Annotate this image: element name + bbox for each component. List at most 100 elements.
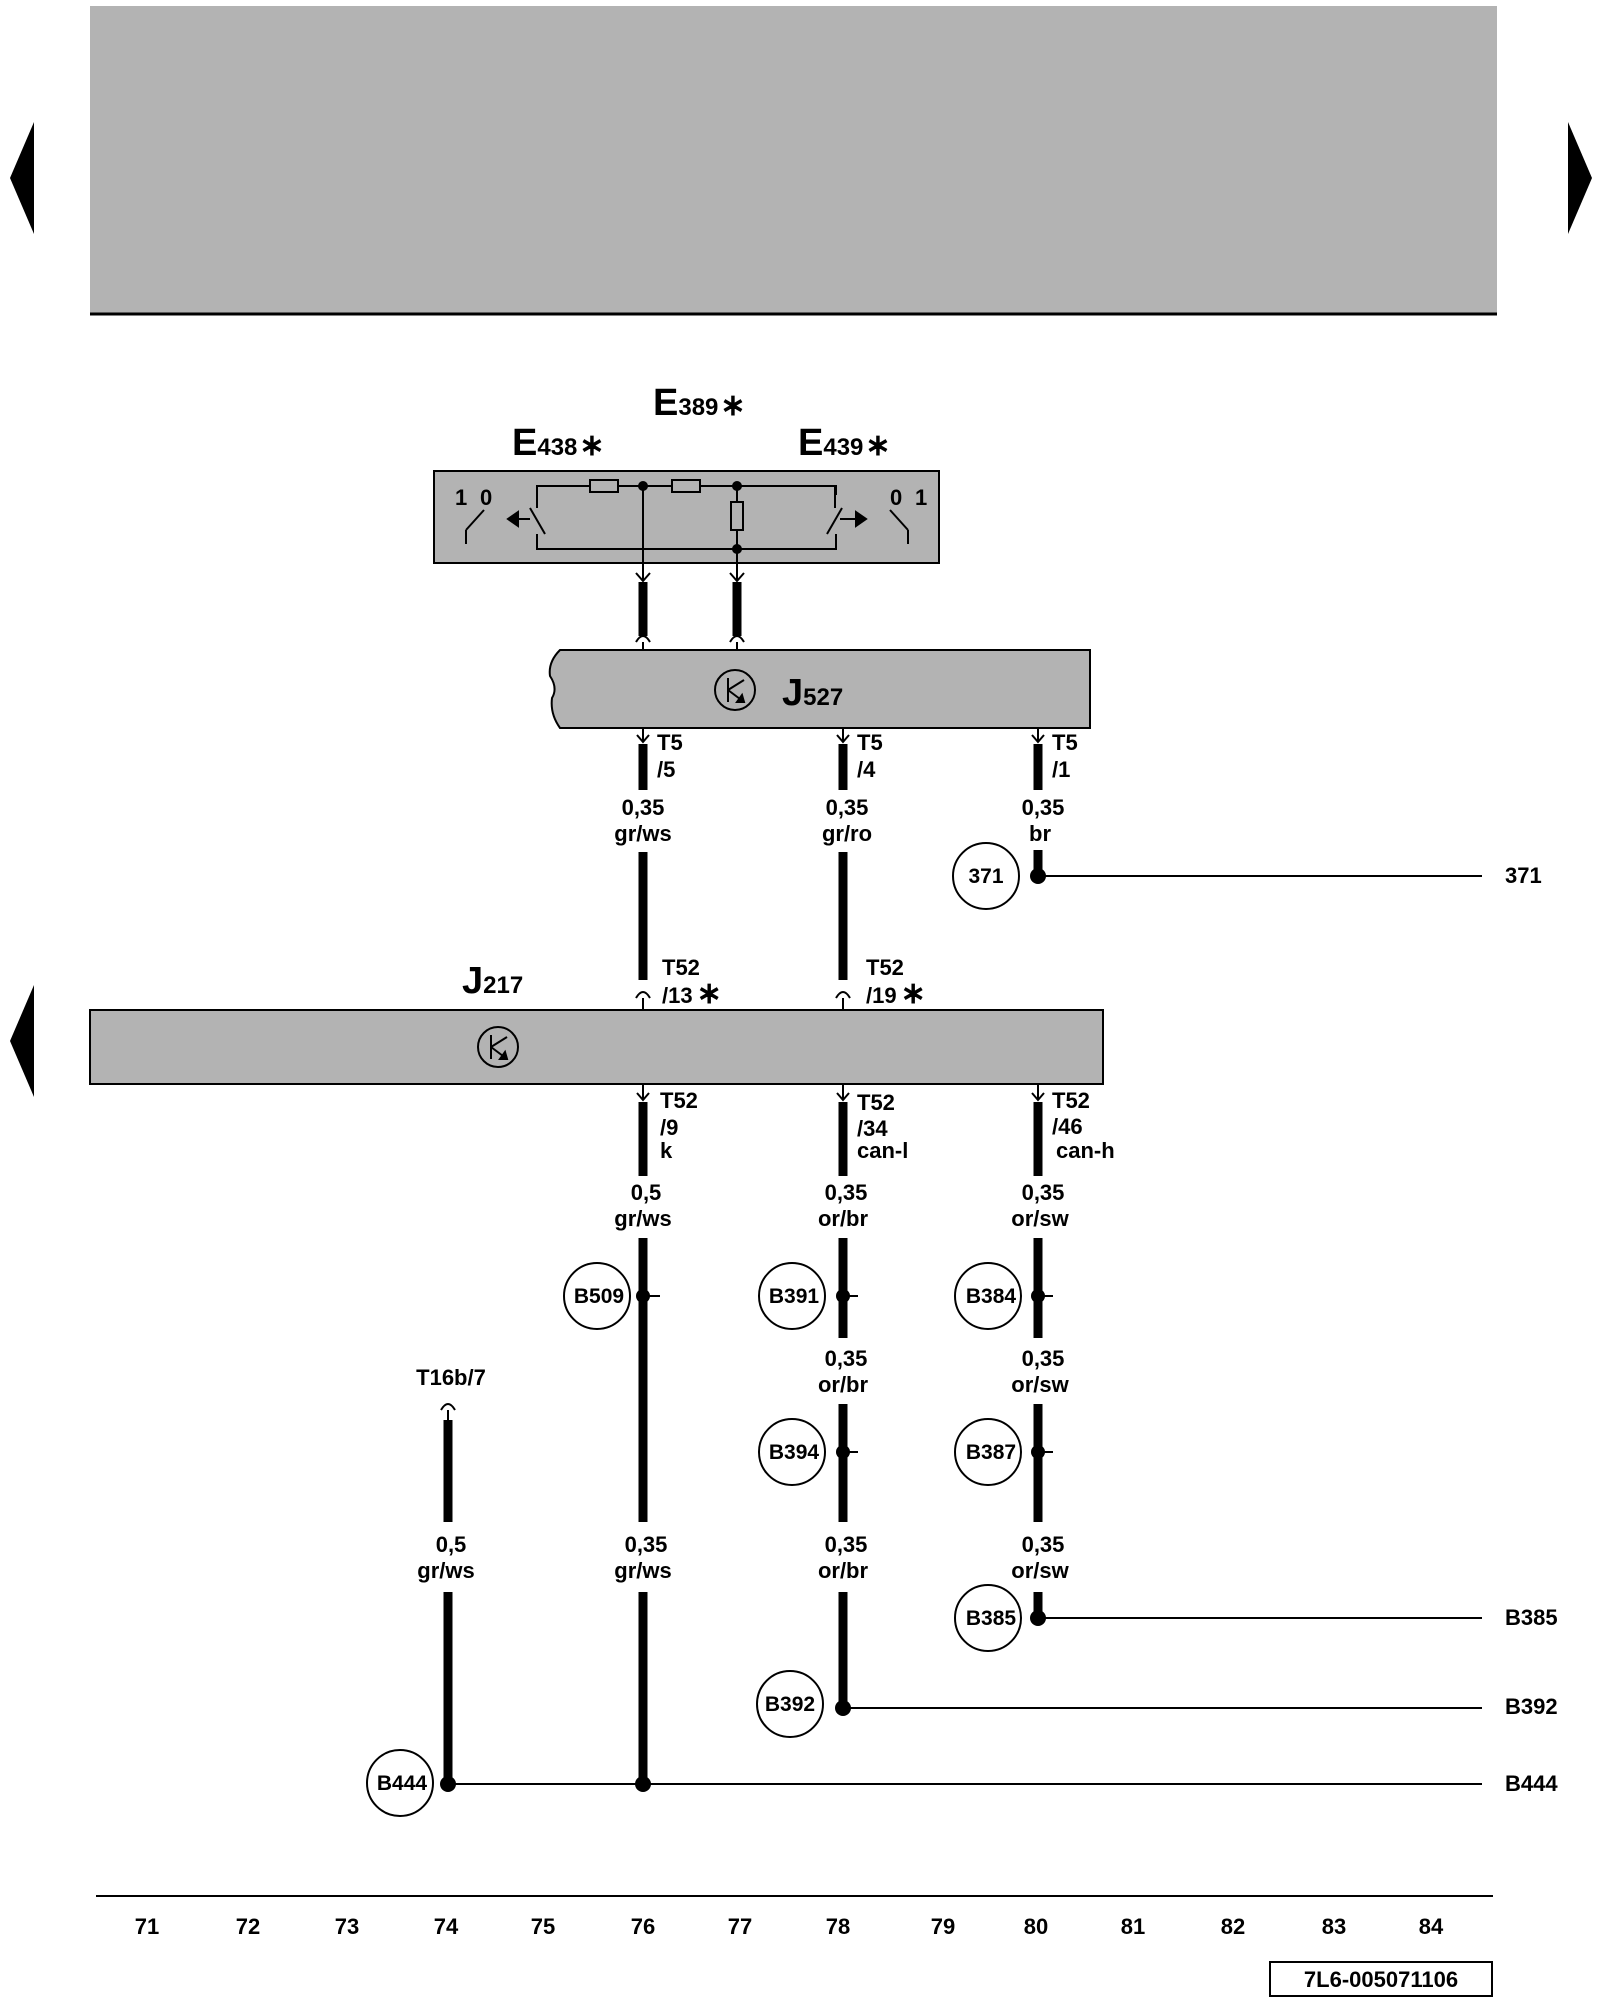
j217-label: J217: [462, 960, 523, 1002]
point-b387-circle: [954, 1418, 1022, 1486]
track-numbers: 71 72 73 74 75 76 77 78 79 80 81 82 83 8…: [135, 1914, 1444, 1939]
track-number: 78: [826, 1914, 850, 1939]
point-b391-label: B391: [769, 1285, 820, 1308]
j217-input-1-line2: /13∗: [662, 977, 722, 1010]
j527-output-connectors: [636, 728, 1045, 790]
wire-3-color: br: [1029, 821, 1051, 846]
wire-12-color: or/sw: [1011, 1558, 1069, 1583]
track-number: 74: [434, 1914, 459, 1939]
diagram-code-box: [1269, 1961, 1493, 1997]
wire-8-size: 0,35: [1022, 1346, 1065, 1371]
wire-1-size: 0,35: [622, 795, 665, 820]
point-b509-junction-dot: [636, 1289, 650, 1303]
j527-connector-1-line1: T5: [657, 730, 683, 755]
diagram-code: 7L6-005071106: [1304, 1967, 1458, 1992]
point-b391-junction-dot: [836, 1289, 850, 1303]
e438-position-0: 0: [480, 485, 492, 510]
point-b509-circle: [563, 1262, 631, 1330]
j527-letter: J: [782, 672, 803, 714]
e438-letter: E: [512, 422, 537, 464]
previous-page-arrow-icon[interactable]: [10, 122, 34, 234]
previous-page-arrow-lower-icon[interactable]: [10, 985, 34, 1097]
j217-input-1-line1: T52: [662, 955, 700, 980]
t16b-connector-label: T16b/7: [416, 1365, 486, 1390]
wire-12-size: 0,35: [1022, 1532, 1065, 1557]
e389-junction-dot-1: [638, 481, 648, 491]
j217-output-2-line3: can-l: [857, 1138, 908, 1163]
wire-8-color: or/sw: [1011, 1372, 1069, 1397]
e438-position-1: 1: [455, 485, 467, 510]
j527-connector-2-line2: /4: [857, 757, 876, 782]
e389-star: ∗: [720, 389, 745, 422]
wire-6-color: or/sw: [1011, 1206, 1069, 1231]
track-number: 72: [236, 1914, 260, 1939]
j217-output-2-line1: T52: [857, 1090, 895, 1115]
point-b387-label: B387: [966, 1441, 1016, 1464]
j527-connector-3-line2: /1: [1052, 757, 1070, 782]
wire-1-color: gr/ws: [614, 821, 671, 846]
track-number: 77: [728, 1914, 752, 1939]
j217-output-3-line3: can-h: [1056, 1138, 1115, 1163]
e439-letter: E: [798, 422, 823, 464]
j217-input-2-line1: T52: [866, 955, 904, 980]
j527-connector-2-line1: T5: [857, 730, 883, 755]
wire-5-color: or/br: [818, 1206, 869, 1231]
point-b444-label: B444: [377, 1772, 428, 1795]
point-371-circle: [952, 842, 1020, 910]
j217-output-2-line2: /34: [857, 1116, 888, 1141]
wire-10-size: 0,35: [625, 1532, 668, 1557]
j217-input-1-star: ∗: [697, 977, 722, 1010]
point-b392-label: B392: [765, 1693, 815, 1716]
track-number: 84: [1419, 1914, 1444, 1939]
j217-input-2-line2: /19∗: [866, 977, 926, 1010]
lower-thick-wires: [440, 1238, 1043, 1784]
wire-2-color: gr/ro: [822, 821, 872, 846]
e439-number: 439: [823, 434, 863, 461]
j217-output-1-line3: k: [660, 1138, 673, 1163]
j217-input-1-pin: /13: [662, 983, 693, 1008]
track-number: 81: [1121, 1914, 1145, 1939]
point-b444-circle: [366, 1749, 434, 1817]
e389-letter: E: [653, 382, 678, 424]
point-b391-circle: [758, 1262, 826, 1330]
wire-10-color: gr/ws: [614, 1558, 671, 1583]
header-band: [90, 6, 1497, 314]
j217-output-3-line1: T52: [1052, 1088, 1090, 1113]
j217-output-3-line2: /46: [1052, 1114, 1083, 1139]
side-label-b392: B392: [1505, 1694, 1558, 1719]
j217-letter: J: [462, 960, 483, 1002]
wire-7-size: 0,35: [825, 1346, 868, 1371]
point-b394-junction-dot: [836, 1445, 850, 1459]
e439-label: E439∗: [798, 422, 891, 464]
side-label-b444: B444: [1505, 1771, 1558, 1796]
j217-output-1-line2: /9: [660, 1115, 678, 1140]
e389-number: 389: [678, 394, 718, 421]
point-b509-label: B509: [574, 1285, 624, 1308]
j217-input-2-pin: /19: [866, 983, 897, 1008]
point-b387-junction-dot: [1031, 1445, 1045, 1459]
j217-number: 217: [483, 972, 523, 999]
side-label-371: 371: [1505, 863, 1542, 888]
wire-11-color: or/br: [818, 1558, 869, 1583]
wire-6-size: 0,35: [1022, 1180, 1065, 1205]
j527-number: 527: [803, 684, 843, 711]
next-page-arrow-icon[interactable]: [1568, 122, 1592, 234]
side-label-b385: B385: [1505, 1605, 1558, 1630]
e438-number: 438: [537, 434, 577, 461]
wire-9-size: 0,5: [436, 1532, 467, 1557]
track-number: 75: [531, 1914, 555, 1939]
point-b385-label: B385: [966, 1607, 1017, 1630]
wire-9-color: gr/ws: [417, 1558, 474, 1583]
track-number: 83: [1322, 1914, 1346, 1939]
point-b384-junction-dot: [1031, 1289, 1045, 1303]
point-371-label: 371: [968, 865, 1003, 888]
point-b394-label: B394: [769, 1441, 820, 1464]
track-number: 76: [631, 1914, 655, 1939]
j527-connector-3-line1: T5: [1052, 730, 1078, 755]
e439-position-0: 0: [890, 485, 902, 510]
e389-internal-circuit: [536, 479, 837, 575]
e439-star: ∗: [865, 429, 890, 462]
e389-junction-dot-3: [732, 544, 742, 554]
j217-output-connectors: [636, 1084, 1045, 1176]
